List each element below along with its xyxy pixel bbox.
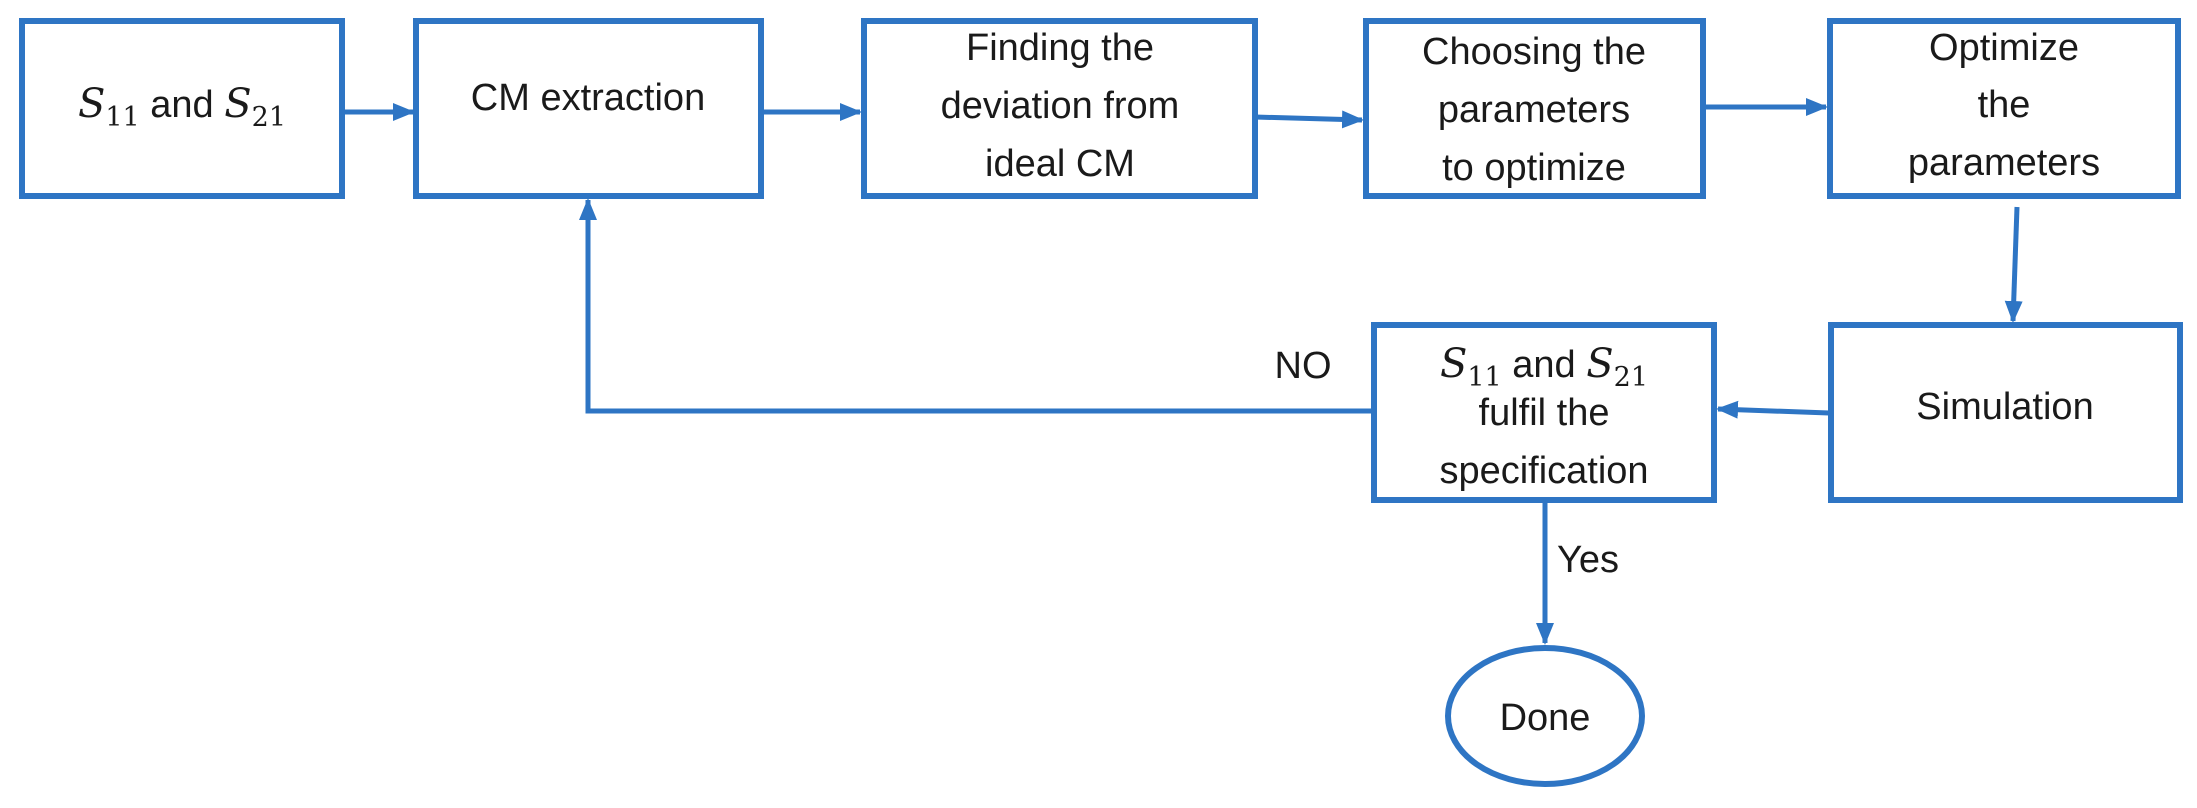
choosing-line-2: parameters xyxy=(1438,89,1630,131)
choosing-line-1: Choosing the xyxy=(1422,31,1646,73)
decision-box xyxy=(1371,322,1717,503)
decision-line-3: specification xyxy=(1439,450,1648,492)
done-ellipse xyxy=(1445,645,1645,787)
optimize-line-3: parameters xyxy=(1908,142,2100,184)
arrow-deviation-to-choosing xyxy=(1254,110,1364,129)
choosing-line-3: to optimize xyxy=(1442,147,1626,189)
deviation-box xyxy=(861,18,1258,199)
edge-label-no: NO xyxy=(1275,345,1332,387)
optimize-line-2: the xyxy=(1978,84,2031,126)
cm-extraction-label: CM extraction xyxy=(471,77,705,119)
arrow-simulation-to-decision xyxy=(1716,400,1830,419)
cm-extraction-box xyxy=(413,18,764,199)
arrow-decision-no-to-cm xyxy=(579,198,1371,414)
done-label: Done xyxy=(1500,697,1591,739)
decision-line-1: S11 and S21 xyxy=(1440,341,1648,393)
simulation-label: Simulation xyxy=(1916,386,2093,428)
optimize-line-1: Optimize xyxy=(1929,27,2079,69)
input-label: S11 and S21 xyxy=(78,81,286,133)
deviation-line-3: ideal CM xyxy=(985,143,1135,185)
edge-label-yes: Yes xyxy=(1557,539,1619,581)
arrow-optimize-to-simulation xyxy=(2004,206,2023,323)
simulation-box xyxy=(1828,322,2183,503)
deviation-line-2: deviation from xyxy=(941,85,1180,127)
input-box xyxy=(19,18,345,199)
optimize-box xyxy=(1827,18,2181,199)
decision-line-2: fulfil the xyxy=(1479,392,1610,434)
deviation-line-1: Finding the xyxy=(966,27,1154,69)
choosing-box xyxy=(1363,18,1706,199)
